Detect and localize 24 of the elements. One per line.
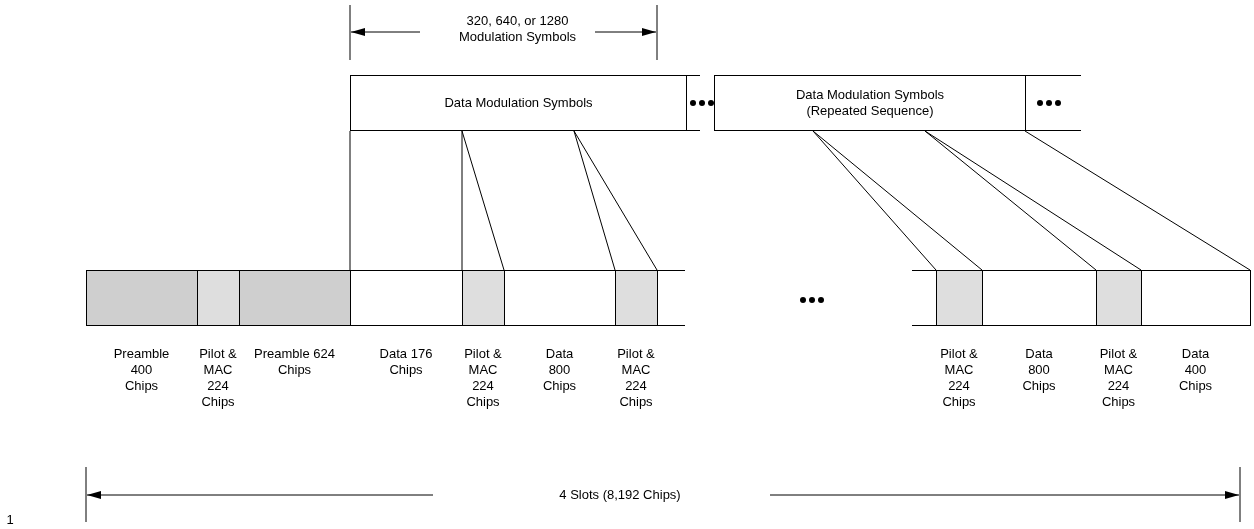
projection-line	[924, 130, 1142, 271]
projection-line	[573, 130, 616, 271]
segment-label: Pilot & MAC 224 Chips	[616, 346, 656, 410]
projection-line	[461, 130, 505, 271]
projection-line	[573, 130, 658, 271]
projection-line	[349, 130, 351, 271]
segment-label: Data 400 Chips	[1177, 346, 1214, 394]
segment-label: Pilot & MAC 224 Chips	[939, 346, 979, 410]
dimension-label: 4 Slots (8,192 Chips)	[559, 487, 681, 503]
segment-label: Pilot & MAC 224 Chips	[1098, 346, 1139, 410]
segment-label: Pilot & MAC 224 Chips	[463, 346, 503, 410]
segment-label: Preamble 624 Chips	[253, 346, 336, 378]
symbol-block: Data Modulation Symbols (Repeated Sequence)	[714, 75, 1026, 131]
projection-line	[461, 130, 463, 271]
projection-line	[924, 130, 1097, 271]
segment-label: Preamble 400 Chips	[113, 346, 170, 394]
projection-line	[812, 130, 983, 271]
projection-line	[1024, 130, 1251, 271]
segment-label: Data 176 Chips	[378, 346, 434, 378]
projection-line	[812, 130, 937, 271]
symbol-block: Data Modulation Symbols	[350, 75, 687, 131]
segment-label: Data 800 Chips	[541, 346, 578, 394]
segment-label: Data 800 Chips	[1021, 346, 1057, 394]
segment-label: Pilot & MAC 224 Chips	[198, 346, 238, 410]
